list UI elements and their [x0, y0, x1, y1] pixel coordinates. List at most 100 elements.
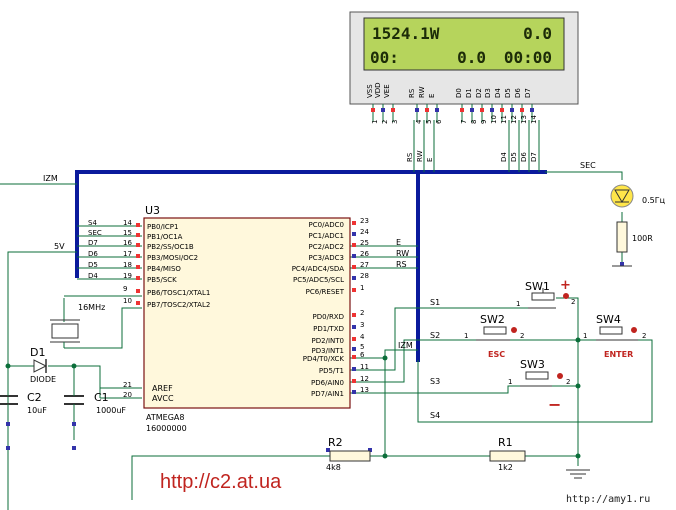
cap-c2-value: 10uF: [27, 406, 47, 415]
mcu-pin-name: PC0/ADC0: [309, 221, 344, 229]
mcu-pin-name: PB3/MOSI/OC2: [147, 254, 198, 262]
mcu-pin-name: PD2/INT0: [312, 337, 344, 345]
lcd-pin-number: 9: [480, 120, 488, 124]
switch-sw4-caption: ENTER: [604, 350, 633, 359]
ground-icon: [6, 446, 10, 450]
junction-dot: [575, 383, 581, 389]
mcu-pin-name: PD7/AIN1: [311, 390, 344, 398]
lcd-pin-number: 12: [510, 115, 518, 124]
lcd-pin-marker: [480, 108, 484, 112]
lcd-pin-number: 14: [530, 115, 538, 124]
lcd-pin-number: 8: [470, 120, 478, 124]
mcu-pin-marker: [352, 276, 356, 280]
switch-sw3[interactable]: SW3 − 1 2: [508, 358, 570, 414]
junction-dot: [575, 337, 581, 343]
mcu-pin-number: 26: [360, 250, 369, 258]
net-label-s1: S1: [430, 298, 440, 307]
lcd-pin-number: 4: [415, 119, 423, 124]
lcd-pin-marker: [500, 108, 504, 112]
cap-c1-value: 1000uF: [96, 406, 126, 415]
led-triangle-icon: [614, 189, 630, 203]
lcd-line1-right: 0.0: [523, 24, 552, 43]
lcd-pin-name: D2: [475, 88, 483, 98]
switch-sw1-ref: SW1: [525, 280, 550, 293]
net-label-5v: 5V: [54, 242, 65, 251]
crystal: 16MHz: [50, 303, 105, 348]
mcu-net-label: SEC: [88, 229, 102, 237]
mcu-pin-number: 27: [360, 261, 369, 269]
mcu-pin-number: 28: [360, 272, 369, 280]
lcd-line2-left: 00:: [370, 48, 399, 67]
mcu-part: ATMEGA8: [146, 413, 184, 422]
resistor-led-value: 100R: [632, 234, 653, 243]
lcd-pin-number: 6: [435, 119, 443, 124]
resistor-body: [616, 221, 628, 253]
mcu-net-label: D5: [88, 261, 98, 269]
mcu-u3: U3 ATMEGA8 16000000 PB0/ICP114S4PB1/OC1A…: [88, 204, 409, 433]
mcu-net-label: E: [396, 238, 401, 247]
lcd-screen: [363, 17, 565, 71]
switch-pin-dot: [563, 293, 569, 299]
wire-pd4: [350, 349, 418, 359]
switch-sw4[interactable]: SW4 ENTER 1 2: [583, 313, 646, 359]
wire-sec-led: [545, 171, 623, 180]
junctions: [5, 337, 581, 459]
switch-pin-2: 2: [642, 332, 646, 340]
lcd-pin-name: D7: [524, 88, 532, 98]
resistor-r1-ref: R1: [498, 436, 513, 449]
mcu-pin-number: 1: [360, 284, 364, 292]
mcu-pin-name: PD5/T1: [319, 367, 344, 375]
lcd-pin-name: D0: [455, 88, 463, 98]
lcd-pin-number: 2: [381, 120, 389, 124]
mcu-pin-marker: [352, 313, 356, 317]
junction-dot: [575, 453, 581, 459]
mcu-net-label: D7: [88, 239, 98, 247]
junction-dot: [382, 453, 388, 459]
bus-main: [75, 170, 547, 278]
resistor-led: 100R: [616, 221, 653, 253]
diode-triangle: [33, 359, 48, 373]
mcu-body: [143, 217, 351, 409]
mcu-net-label: RW: [396, 249, 409, 258]
mcu-pin-name: PD6/AIN0: [311, 379, 344, 387]
resistor-body: [329, 450, 371, 462]
lcd-pin-name: D3: [484, 88, 492, 98]
mcu-pin-name: AREF: [152, 384, 173, 393]
mcu-pin-marker: [136, 265, 140, 269]
lcd-bus-signal-label: D5: [510, 152, 518, 162]
switch-body: [599, 326, 623, 335]
net-label-s3: S3: [430, 377, 440, 386]
switch-sw2-caption: ESC: [488, 350, 505, 359]
diode-type: DIODE: [30, 375, 56, 384]
mcu-pin-name: PC2/ADC2: [309, 243, 344, 251]
resistor-r1: R1 1k2: [489, 436, 526, 472]
diode-ref: D1: [30, 346, 45, 359]
lcd-pin-marker: [530, 108, 534, 112]
mcu-pin-name: PB4/MISO: [147, 265, 181, 273]
lcd-pin-number: 1: [371, 120, 379, 124]
mcu-pin-name: PC5/ADC5/SCL: [293, 276, 344, 284]
resistor-r2-value: 4k8: [326, 463, 341, 472]
lcd-pin-name: D6: [514, 88, 522, 98]
ground-markers: [6, 262, 624, 452]
switch-pin-1: 1: [464, 332, 468, 340]
mcu-pin-number: 4: [360, 333, 365, 341]
mcu-pin-number: 17: [123, 250, 132, 258]
wires: [0, 120, 653, 510]
net-label-s2: S2: [430, 331, 440, 340]
junction-dot: [71, 363, 77, 369]
mcu-pin-number: 6: [360, 351, 365, 359]
lcd-pin-number: 7: [460, 120, 468, 124]
mcu-pin-name: AVCC: [152, 394, 174, 403]
switch-sw1[interactable]: SW1 + 1 2: [516, 278, 575, 309]
switch-sw2[interactable]: SW2 ESC 1 2: [464, 313, 524, 359]
mcu-pin-name: PB0/ICP1: [147, 223, 178, 231]
lcd-pin-name: D5: [504, 88, 512, 98]
mcu-net-label: RS: [396, 260, 407, 269]
switch-pin-2: 2: [566, 378, 570, 386]
wire-s4: [417, 339, 653, 423]
mcu-pin-name: PC1/ADC1: [309, 232, 344, 240]
